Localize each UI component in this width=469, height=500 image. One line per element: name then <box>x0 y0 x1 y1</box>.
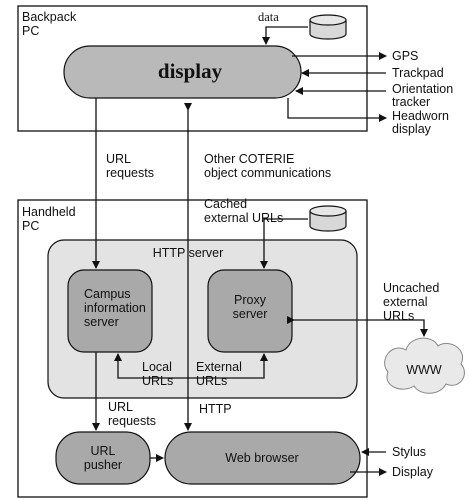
data-label: data <box>258 10 279 24</box>
uncached-urls-label-line1: Uncached <box>383 281 439 295</box>
backpack-data-store-icon <box>309 14 347 40</box>
uncached-urls-label-line3: URLs <box>383 309 414 323</box>
backpack-title-line2: PC <box>22 24 39 38</box>
headworn-label-line2: display <box>392 122 432 136</box>
web-browser-label: Web browser <box>225 451 298 465</box>
handheld-title-line1: Handheld <box>22 205 76 219</box>
proxy-label-line2: server <box>233 307 268 321</box>
url-requests2-label-line1: URL <box>108 400 133 414</box>
cached-urls-label-line1: Cached <box>204 197 247 211</box>
url-pusher-label-line1: URL <box>90 444 115 458</box>
proxy-label-line1: Proxy <box>234 293 267 307</box>
display-out-label: Display <box>392 465 434 479</box>
url-requests-label-line2: requests <box>106 166 154 180</box>
orientation-label-line2: tracker <box>392 95 430 109</box>
trackpad-label: Trackpad <box>392 66 444 80</box>
url-requests2-label-line2: requests <box>108 414 156 428</box>
www-cloud-icon <box>384 337 465 394</box>
campus-label-line2: information <box>84 301 146 315</box>
display-node-label: display <box>158 59 223 83</box>
http-label: HTTP <box>199 402 232 416</box>
coterie-label-line1: Other COTERIE <box>204 152 294 166</box>
www-label: WWW <box>406 363 442 377</box>
stylus-label: Stylus <box>392 445 426 459</box>
cached-urls-label-line2: external URLs <box>204 211 283 225</box>
proxy-server-node <box>207 269 293 353</box>
url-pusher-label-line2: pusher <box>84 458 122 472</box>
coterie-label-line2: object communications <box>204 166 331 180</box>
gps-label: GPS <box>392 49 418 63</box>
backpack-title-line1: Backpack <box>22 10 77 24</box>
cache-store-icon <box>309 205 347 232</box>
local-urls-label-line2: URLs <box>142 374 173 388</box>
headworn-label-line1: Headworn <box>392 109 449 123</box>
external-urls-label-line2: URLs <box>196 374 227 388</box>
campus-label-line3: server <box>84 315 119 329</box>
campus-information-server-node <box>67 269 153 353</box>
uncached-urls-label-line2: external <box>383 295 427 309</box>
orientation-label-line1: Orientation <box>392 82 453 96</box>
web-browser-node <box>164 431 361 485</box>
local-urls-label-line1: Local <box>142 360 172 374</box>
campus-label-line1: Campus <box>84 287 131 301</box>
url-requests-label-line1: URL <box>106 152 131 166</box>
handheld-title-line2: PC <box>22 219 39 233</box>
external-urls-label-line1: External <box>196 360 242 374</box>
